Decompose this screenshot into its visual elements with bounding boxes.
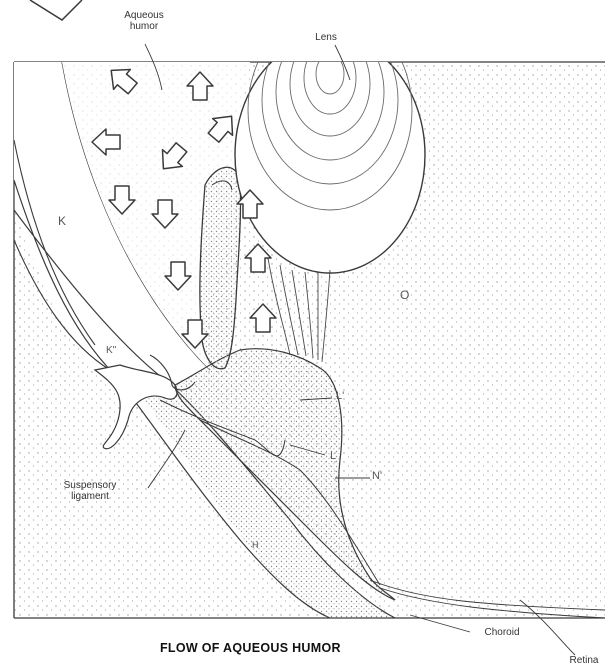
suspensory-ligament-label-line1: Suspensory xyxy=(40,480,140,491)
letter-n-prime: N' xyxy=(372,470,382,482)
letter-o: O xyxy=(400,288,409,302)
letter-l-prime: L' xyxy=(336,390,344,402)
lens-label: Lens xyxy=(306,32,346,43)
aqueous-humor-label-line2: humor xyxy=(104,21,184,32)
aqueous-humor-label-line1: Aqueous xyxy=(104,10,184,21)
aqueous-humor-label: Aqueous humor xyxy=(104,10,184,32)
lens xyxy=(235,37,425,273)
figure-caption: FLOW OF AQUEOUS HUMOR xyxy=(160,641,450,655)
choroid-label: Choroid xyxy=(472,627,532,638)
letter-k: K xyxy=(58,214,66,228)
letter-l: L xyxy=(330,450,336,462)
suspensory-ligament-label-line2: ligament xyxy=(40,491,140,502)
letter-h: H xyxy=(252,540,259,550)
letter-k-double-prime: K" xyxy=(106,345,116,356)
suspensory-ligament-label: Suspensory ligament xyxy=(40,480,140,502)
retina-label: Retina xyxy=(565,655,603,666)
corner-pointer-shape xyxy=(30,0,82,20)
